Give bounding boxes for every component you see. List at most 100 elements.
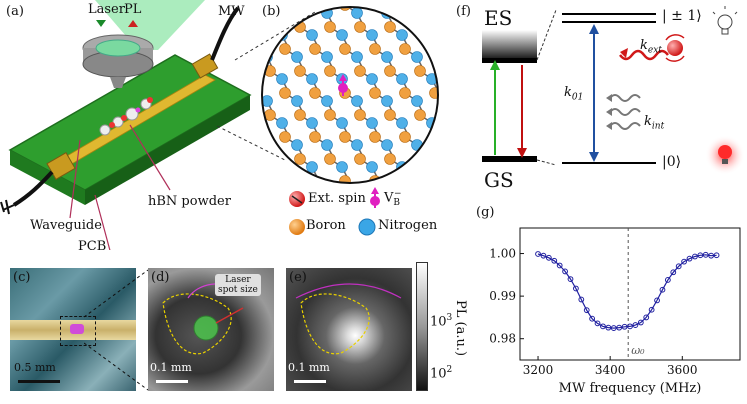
nitrogen-atom bbox=[412, 184, 423, 191]
colorbar-label: PL (a.u.) bbox=[453, 300, 468, 357]
boron-atom bbox=[309, 7, 321, 11]
scale-e-label: 0.1 mm bbox=[288, 361, 330, 374]
boron-atom bbox=[339, 131, 351, 143]
nitrogen-atom bbox=[306, 29, 318, 41]
nitrogen-atom bbox=[321, 95, 333, 107]
boron-atom bbox=[429, 131, 438, 143]
nitrogen-atom bbox=[291, 139, 303, 151]
data-point bbox=[664, 277, 671, 283]
data-point bbox=[551, 257, 558, 264]
boron-atom bbox=[309, 43, 321, 55]
boron-atom bbox=[354, 109, 366, 121]
pm1-label: | ± 1⟩ bbox=[662, 8, 702, 24]
boron-atom bbox=[279, 87, 291, 99]
nitrogen-atom bbox=[351, 51, 363, 63]
colorbar-tick-high: 103 bbox=[430, 313, 453, 330]
nitrogen-atom bbox=[366, 29, 378, 41]
data-point bbox=[637, 319, 644, 326]
nitrogen-atom bbox=[276, 117, 288, 129]
nitrogen-atom bbox=[247, 118, 258, 129]
panel-d-label: (d) bbox=[151, 270, 170, 285]
boron-atom bbox=[279, 131, 291, 143]
data-point bbox=[670, 269, 677, 276]
boron-atom bbox=[250, 0, 261, 11]
boron-atom bbox=[324, 153, 336, 165]
boron-atom bbox=[339, 43, 351, 55]
nitrogen-label: Nitrogen bbox=[378, 218, 438, 233]
y-tick-label: 0.98 bbox=[489, 332, 516, 346]
data-point bbox=[594, 320, 601, 327]
data-point bbox=[627, 323, 633, 330]
boron-atom bbox=[250, 132, 261, 143]
nitrogen-atom bbox=[291, 51, 303, 63]
panel-b-label: (b) bbox=[262, 4, 281, 19]
boron-atom bbox=[220, 44, 231, 55]
zoom-lines-cd bbox=[84, 269, 149, 391]
nitrogen-atom bbox=[442, 184, 453, 191]
lattice-atoms bbox=[220, 0, 471, 191]
boron-atom bbox=[414, 109, 426, 121]
data-point bbox=[562, 268, 568, 275]
laser-label: Laser bbox=[88, 2, 125, 17]
nitrogen-atom bbox=[232, 96, 243, 107]
zero-label: |0⟩ bbox=[662, 154, 682, 170]
boron-atom bbox=[294, 65, 306, 77]
boron-atom bbox=[369, 131, 381, 143]
boron-atom bbox=[235, 154, 246, 165]
panel-g-label: (g) bbox=[476, 205, 495, 220]
boron-atom bbox=[384, 65, 396, 77]
nitrogen-atom bbox=[381, 95, 393, 107]
nitrogen-atom bbox=[336, 161, 348, 173]
boron-atom bbox=[235, 22, 246, 33]
nitrogen-atom bbox=[247, 30, 258, 41]
vb-label: VB− bbox=[384, 189, 402, 208]
nitrogen-atom bbox=[232, 184, 243, 191]
boron-atom bbox=[220, 0, 231, 11]
kint-label: kint bbox=[644, 114, 665, 132]
vb-sub: B bbox=[393, 197, 401, 208]
kext-label: kext bbox=[640, 38, 662, 56]
boron-label: Boron bbox=[306, 218, 346, 233]
boron-atom bbox=[339, 7, 351, 11]
colorbar bbox=[416, 262, 428, 391]
nitrogen-atom bbox=[336, 29, 348, 41]
panel-e-label: (e) bbox=[289, 270, 307, 285]
data-point bbox=[545, 254, 552, 261]
data-point bbox=[702, 251, 709, 258]
data-point bbox=[659, 286, 666, 293]
boron-atom bbox=[235, 110, 246, 121]
zoom-box-c bbox=[60, 316, 96, 346]
gs-band bbox=[482, 156, 537, 162]
nitrogen-atom bbox=[396, 73, 408, 85]
boron-atom bbox=[384, 109, 396, 121]
hbn-powder bbox=[99, 97, 153, 136]
boron-atom bbox=[324, 65, 336, 77]
boron-atom bbox=[399, 7, 411, 11]
x-tick-label: 3600 bbox=[667, 363, 698, 377]
vb-sup: − bbox=[394, 189, 402, 199]
nitrogen-atom bbox=[262, 95, 273, 107]
nitrogen-atom bbox=[396, 117, 408, 129]
series-line bbox=[537, 253, 717, 329]
nitrogen-atom bbox=[457, 30, 468, 41]
laser-spot-callout: Laser spot size bbox=[215, 274, 261, 296]
hbn-powder-label: hBN powder bbox=[148, 194, 231, 209]
boron-atom bbox=[460, 88, 471, 99]
nitrogen-atom bbox=[291, 95, 303, 107]
data-point bbox=[567, 276, 574, 282]
data-point bbox=[713, 252, 720, 259]
omega0-label: ω₀ bbox=[631, 344, 645, 357]
nitrogen-atom bbox=[457, 118, 468, 129]
data-point bbox=[556, 262, 563, 269]
boron-atom bbox=[414, 65, 426, 77]
ext-spin-f-icon bbox=[667, 40, 683, 56]
nitrogen-atom bbox=[262, 7, 273, 19]
powder-c bbox=[70, 324, 84, 334]
nitrogen-atom bbox=[321, 51, 333, 63]
nitrogen-atom bbox=[366, 73, 378, 85]
nitrogen-atom bbox=[232, 8, 243, 19]
nitrogen-atom bbox=[411, 95, 423, 107]
data-point bbox=[600, 323, 606, 330]
boron-atom bbox=[445, 66, 456, 77]
